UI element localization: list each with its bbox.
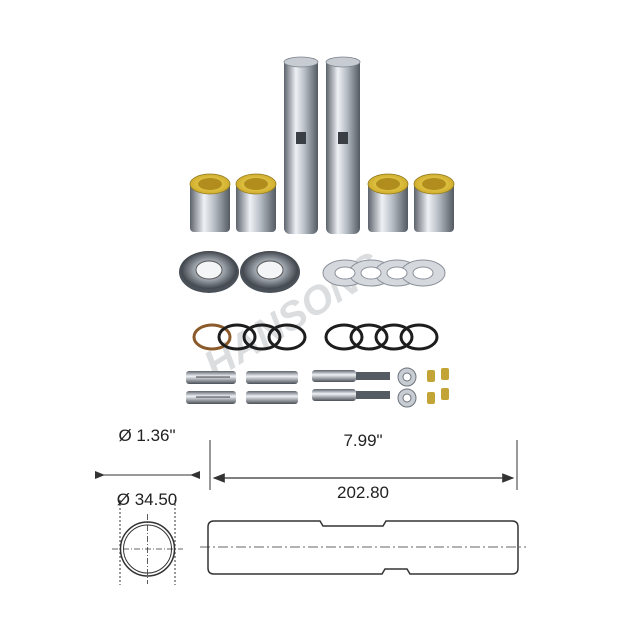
thrust-bearing-left [179,251,239,293]
o-rings-left [192,323,307,351]
length-inch-label: 7.99" [343,431,382,450]
lock-pins [186,371,298,404]
bushing-2 [235,173,277,232]
pin-cross-section [95,471,200,585]
king-pin-right [325,56,361,234]
bushing-1 [189,173,231,232]
pin-side-view [200,440,526,575]
length-mm-label: 202.80 [337,483,389,502]
o-rings-right [324,323,439,351]
shim-washers [322,259,446,287]
bushing-3 [367,173,409,232]
king-pin-left [283,56,319,234]
draw-keys [312,370,390,401]
nuts-and-grease-fittings [397,367,449,408]
diameter-inch-label: Ø 1.36" [118,426,175,445]
diameter-mm-label: Ø 34.50 [117,490,178,509]
thrust-bearing-right [240,251,300,293]
bushing-4 [413,173,455,232]
